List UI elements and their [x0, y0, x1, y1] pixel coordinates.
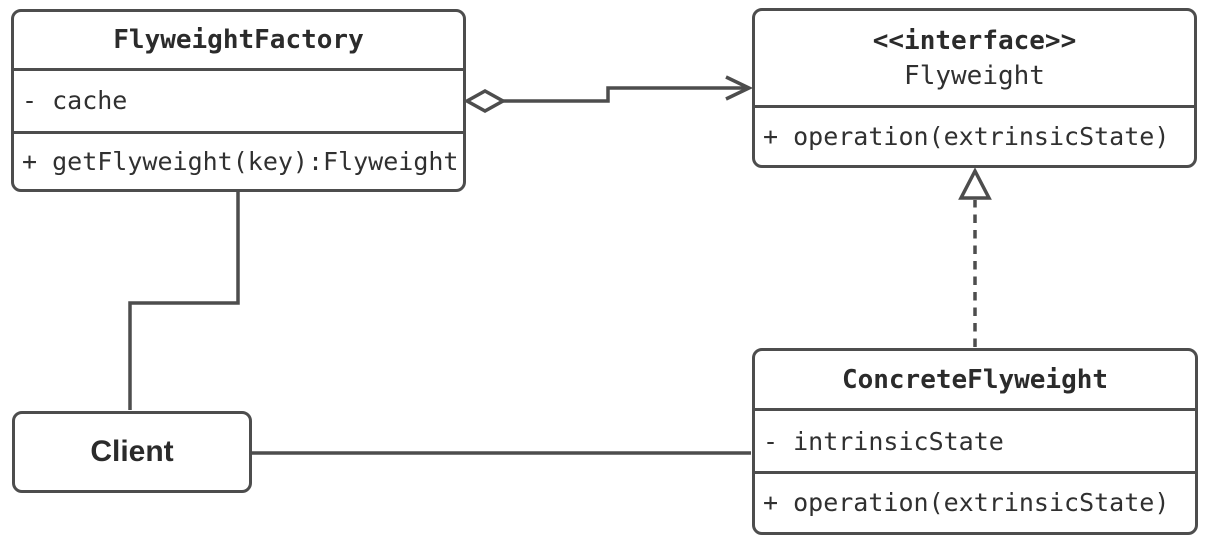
aggregation-line	[503, 86, 746, 103]
interface-stereotype: <<interface>>	[872, 25, 1077, 56]
class-flyweightfactory: FlyweightFactory - cache + getFlyweight(…	[11, 9, 466, 192]
aggregation-diamond-icon	[463, 88, 507, 114]
open-arrowhead-icon	[725, 75, 754, 101]
class-title-concreteflyweight: ConcreteFlyweight	[841, 364, 1109, 395]
interface-name: Flyweight	[904, 60, 1045, 91]
method-row-getflyweight: + getFlyweight(key):Flyweight	[14, 130, 463, 189]
class-concreteflyweight: ConcreteFlyweight - intrinsicState + ope…	[752, 348, 1198, 535]
attribute-row-cache: - cache	[14, 68, 463, 131]
method-row-operation-interface: + operation(extrinsicState)	[755, 105, 1194, 165]
method-row-operation-concrete: + operation(extrinsicState)	[755, 470, 1195, 532]
class-client: Client	[12, 411, 252, 493]
interface-title-block: <<interface>> Flyweight	[755, 11, 1194, 105]
aggregation-connector	[463, 75, 754, 114]
interface-flyweight: <<interface>> Flyweight + operation(extr…	[752, 8, 1197, 168]
attribute-row-intrinsicstate: - intrinsicState	[755, 408, 1195, 471]
class-title-flyweightfactory: FlyweightFactory	[113, 25, 364, 56]
association-client-factory	[128, 192, 240, 410]
hollow-triangle-arrowhead-icon	[958, 167, 992, 200]
realization-connector	[958, 167, 992, 347]
class-title-client: Client	[90, 435, 174, 468]
